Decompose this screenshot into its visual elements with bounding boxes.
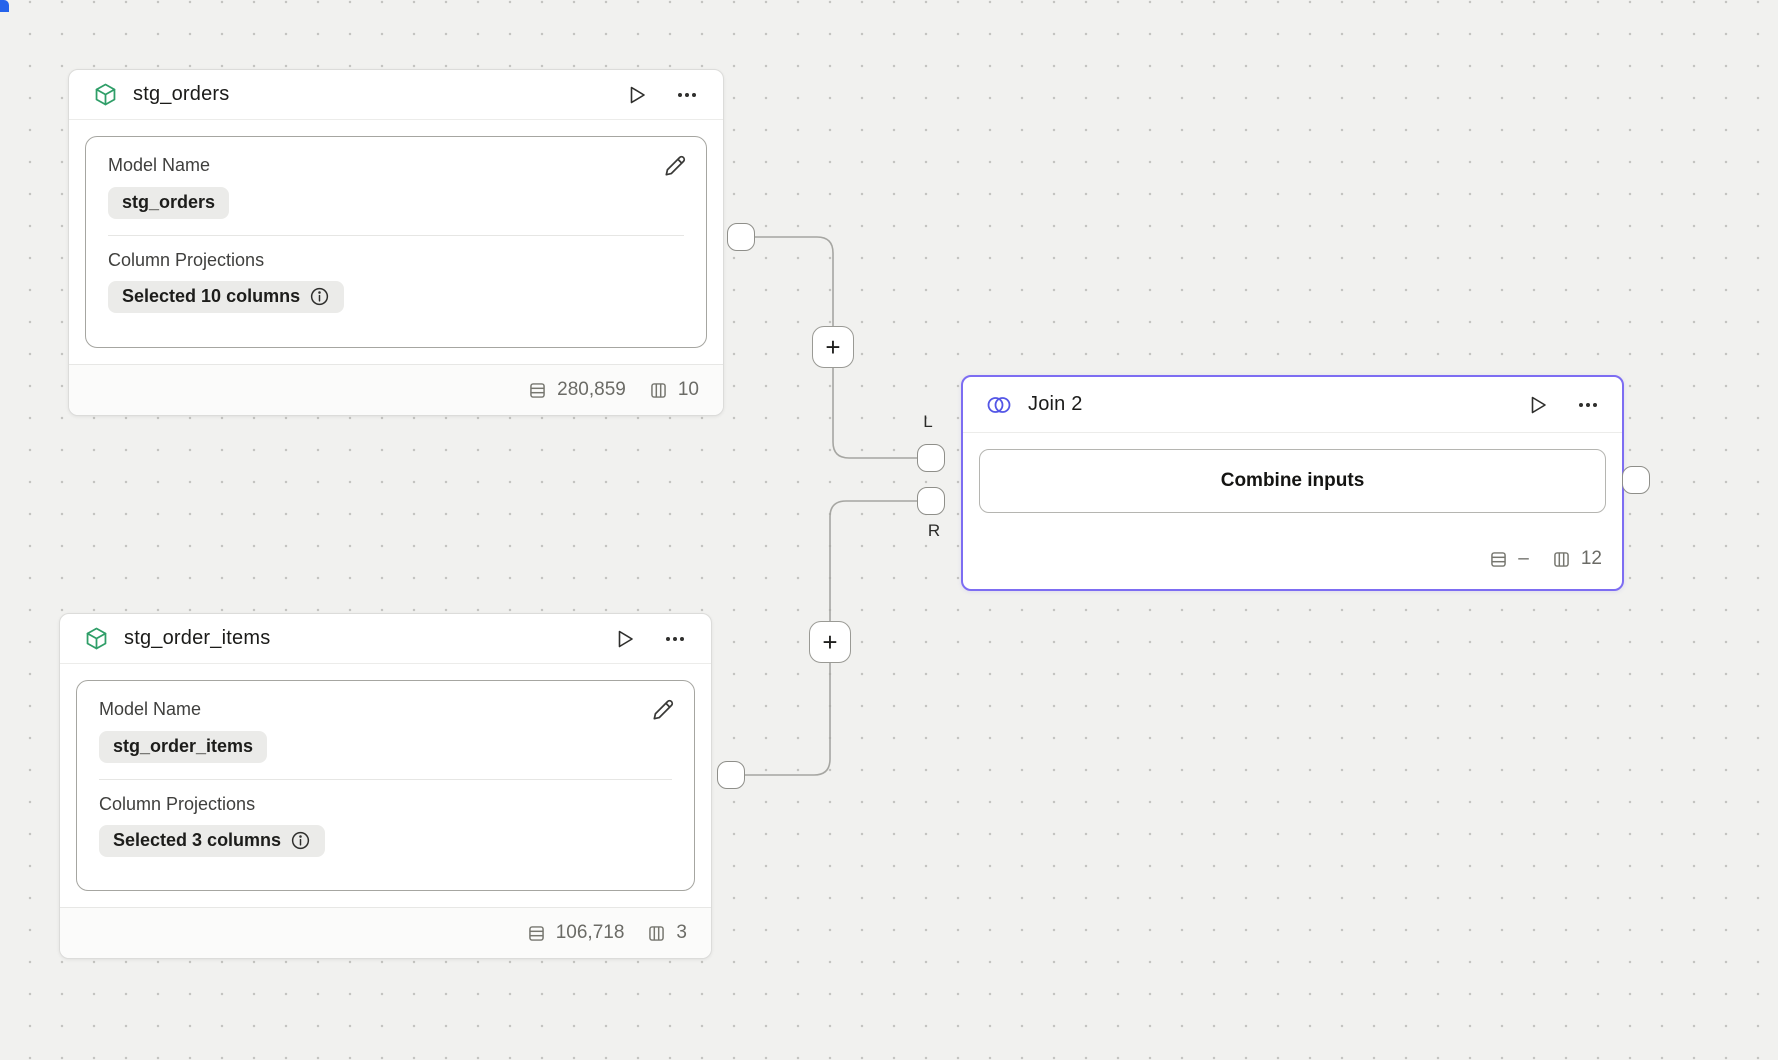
column-count-stat: 3 — [646, 922, 687, 944]
node-stg-order-items-config-card: Model Name stg_order_items Column Projec… — [76, 680, 695, 891]
plus-icon: + — [822, 627, 838, 657]
row-count-stat: – — [1488, 548, 1529, 570]
run-button[interactable] — [625, 83, 649, 107]
rows-icon — [526, 923, 547, 944]
add-step-on-edge-button-bottom[interactable]: + — [809, 621, 851, 663]
node-stg-orders-config-card: Model Name stg_orders Column Projections… — [85, 136, 707, 348]
rows-icon — [527, 380, 548, 401]
columns-icon — [646, 923, 667, 944]
node-join-2-footer: – 12 — [963, 529, 1622, 589]
columns-icon — [648, 380, 669, 401]
model-name-value-pill: stg_orders — [108, 186, 230, 219]
node-title: Join 2 — [1028, 393, 1083, 415]
column-count-value: 10 — [677, 379, 699, 400]
node-stg-order-items[interactable]: stg_order_items — [59, 613, 712, 959]
port-join-right-input[interactable] — [917, 487, 945, 515]
port-join-output[interactable] — [1622, 466, 1650, 494]
column-count-stat: 12 — [1551, 548, 1602, 570]
column-count-stat: 10 — [648, 379, 699, 401]
node-stg-order-items-footer: 106,718 3 — [60, 907, 711, 958]
row-count-value: 106,718 — [555, 922, 625, 943]
more-options-icon[interactable] — [1576, 393, 1600, 417]
more-options-icon[interactable] — [663, 627, 687, 651]
node-stg-orders-header: stg_orders — [69, 70, 723, 120]
column-projections-label: Column Projections — [108, 249, 265, 270]
model-name-label: Model Name — [108, 155, 211, 175]
plus-icon: + — [825, 332, 841, 362]
card-divider — [99, 778, 672, 780]
corner-accent-shape — [0, 0, 9, 12]
info-icon[interactable] — [290, 830, 311, 851]
combine-inputs-button[interactable]: Combine inputs — [979, 449, 1606, 513]
model-cube-icon — [84, 626, 109, 651]
node-stg-orders[interactable]: stg_orders — [68, 69, 724, 416]
column-projections-pill[interactable]: Selected 10 columns — [108, 281, 345, 314]
add-step-on-edge-button-top[interactable]: + — [812, 326, 854, 368]
node-title: stg_orders — [133, 83, 230, 105]
column-projections-label: Column Projections — [99, 793, 256, 814]
node-title: stg_order_items — [124, 627, 271, 649]
model-name-label: Model Name — [99, 699, 202, 719]
node-stg-orders-footer: 280,859 10 — [69, 364, 723, 415]
run-button[interactable] — [613, 627, 637, 651]
column-count-value: 12 — [1580, 548, 1602, 569]
column-count-value: 3 — [676, 922, 687, 943]
card-divider — [108, 234, 684, 236]
join-left-port-label: L — [923, 412, 933, 431]
model-name-value-pill: stg_order_items — [99, 730, 268, 763]
column-projections-pill[interactable]: Selected 3 columns — [99, 825, 326, 858]
port-stg-orders-output[interactable] — [727, 223, 755, 251]
node-join-2[interactable]: Join 2 Combine inputs — [961, 375, 1624, 591]
info-icon[interactable] — [309, 286, 330, 307]
row-count-value: – — [1518, 548, 1529, 569]
row-count-stat: 106,718 — [526, 922, 625, 944]
more-options-icon[interactable] — [675, 83, 699, 107]
row-count-value: 280,859 — [557, 379, 626, 400]
edit-pencil-icon[interactable] — [650, 697, 676, 723]
port-join-left-input[interactable] — [917, 444, 945, 472]
port-stg-order-items-output[interactable] — [717, 761, 745, 789]
join-icon — [985, 393, 1013, 417]
row-count-stat: 280,859 — [527, 379, 626, 401]
run-button[interactable] — [1526, 393, 1550, 417]
columns-icon — [1551, 549, 1572, 570]
model-cube-icon — [93, 82, 118, 107]
edit-pencil-icon[interactable] — [662, 153, 688, 179]
node-join-2-header: Join 2 — [963, 377, 1622, 433]
rows-icon — [1488, 549, 1509, 570]
node-join-2-body: Combine inputs — [963, 433, 1622, 529]
join-right-port-label: R — [927, 521, 941, 540]
node-stg-order-items-header: stg_order_items — [60, 614, 711, 664]
